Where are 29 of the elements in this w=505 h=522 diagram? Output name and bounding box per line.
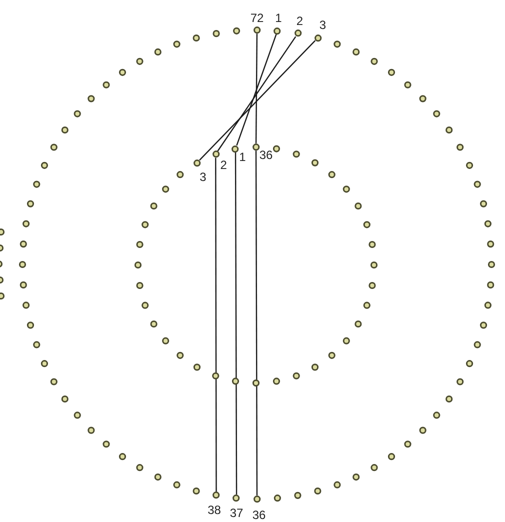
pin-dot — [314, 34, 322, 42]
pin-number: 72 — [250, 12, 264, 24]
pin-dot — [252, 494, 262, 504]
pin-number: 1 — [275, 12, 282, 24]
thread-line — [255, 34, 258, 144]
thread-line — [217, 36, 296, 152]
pin-number: 1 — [239, 150, 246, 163]
pin-dot — [192, 158, 202, 167]
thread-line — [255, 150, 258, 496]
pin-number: 3 — [319, 18, 326, 31]
thread-line — [215, 158, 217, 492]
pin-number: 2 — [296, 14, 304, 27]
pin-dot — [231, 144, 240, 153]
pin-number: 36 — [259, 149, 273, 161]
thread-line — [234, 152, 238, 495]
pin-number: 2 — [220, 159, 227, 172]
pin-dot — [252, 26, 262, 34]
pin-number: 3 — [200, 170, 206, 183]
pin-number: 36 — [252, 509, 266, 521]
pin-dot — [232, 494, 241, 502]
pin-dot — [212, 491, 220, 500]
thread-line — [199, 40, 316, 161]
pin-number: 37 — [230, 507, 244, 520]
pin-dot — [212, 150, 220, 158]
pin-number: 38 — [208, 504, 221, 516]
pin-dot — [294, 29, 302, 38]
pin-dot — [273, 26, 282, 35]
pin-dot — [252, 142, 260, 152]
thread-line — [236, 34, 277, 146]
